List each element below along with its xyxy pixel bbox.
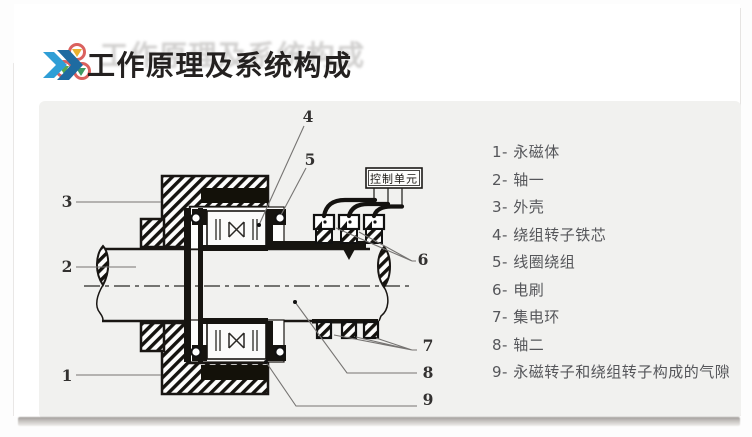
shaft bbox=[95, 244, 391, 323]
legend-item-1: 1- 永磁体 bbox=[492, 143, 560, 162]
shaft-break-right bbox=[377, 245, 391, 289]
content-panel: 控制单元 bbox=[39, 101, 741, 419]
callout-4: 4 bbox=[303, 107, 314, 126]
control-unit-label: 控制单元 bbox=[370, 172, 418, 186]
logo-petal-yellow bbox=[72, 49, 82, 57]
page-title: 工作原理及系统构成 bbox=[87, 49, 353, 82]
permanent-magnet-upper bbox=[201, 188, 268, 203]
slip-ring bbox=[340, 320, 358, 340]
callout-1: 1 bbox=[62, 366, 73, 385]
slip-ring bbox=[315, 320, 333, 340]
legend-item-5: 5- 线圈绕组 bbox=[492, 253, 576, 272]
brush-assembly bbox=[266, 213, 386, 260]
legend-item-2: 2- 轴一 bbox=[492, 170, 545, 189]
page-title-ghost: 工作原理及系统构成 bbox=[100, 39, 366, 72]
callout-6: 6 bbox=[418, 250, 429, 269]
callout-5: 5 bbox=[305, 150, 316, 169]
permanent-magnet-lower bbox=[201, 365, 268, 380]
coil-end-ring bbox=[190, 212, 202, 224]
logo-chevron-light bbox=[43, 52, 67, 78]
rotor-hub-web bbox=[184, 208, 191, 362]
callout-9: 9 bbox=[423, 390, 434, 409]
legend-item-7: 7- 集电环 bbox=[492, 308, 560, 327]
coil-end-ring bbox=[274, 212, 286, 224]
callout-3: 3 bbox=[62, 192, 73, 211]
motor-cross-section-diagram: 控制单元 bbox=[62, 107, 434, 409]
housing-step-upper bbox=[139, 217, 166, 249]
coil-winding-lower bbox=[206, 321, 267, 360]
callout-2: 2 bbox=[62, 257, 73, 276]
slide-page: 工作原理及系统构成 工作原理及系统构成 bbox=[14, 4, 741, 419]
logo-chevron-dark bbox=[57, 50, 83, 80]
callout-8: 8 bbox=[423, 363, 434, 382]
brush bbox=[365, 228, 383, 244]
legend-item-8: 8- 轴二 bbox=[492, 335, 545, 354]
shaft-break-left bbox=[96, 244, 110, 287]
slip-rings bbox=[312, 319, 380, 340]
logo-petal-teal bbox=[76, 68, 86, 76]
legend-list: 1- 永磁体 2- 轴一 3- 外壳 4- 绕组转子铁芯 5- 线圈绕组 6- … bbox=[492, 138, 737, 386]
legend-item-6: 6- 电刷 bbox=[492, 280, 545, 299]
legend-item-9: 9- 永磁转子和绕组转子构成的气隙 bbox=[492, 363, 731, 382]
leader-lines bbox=[76, 125, 417, 407]
brush bbox=[315, 228, 333, 244]
legend-item-3: 3- 外壳 bbox=[492, 198, 545, 217]
brush-wires bbox=[321, 197, 405, 219]
callout-7: 7 bbox=[423, 336, 434, 355]
callout-numbers: 1 2 3 4 5 6 7 8 9 bbox=[62, 107, 434, 409]
wound-rotor bbox=[184, 206, 286, 363]
legend-item-4: 4- 绕组转子铁芯 bbox=[492, 225, 607, 244]
housing-step-lower bbox=[139, 321, 166, 353]
page-bottom-shadow bbox=[18, 417, 740, 426]
control-unit: 控制单元 bbox=[321, 167, 423, 219]
coil-winding-upper bbox=[206, 210, 267, 249]
double-chevron-logo-icon bbox=[43, 43, 91, 80]
slip-ring bbox=[362, 320, 380, 340]
